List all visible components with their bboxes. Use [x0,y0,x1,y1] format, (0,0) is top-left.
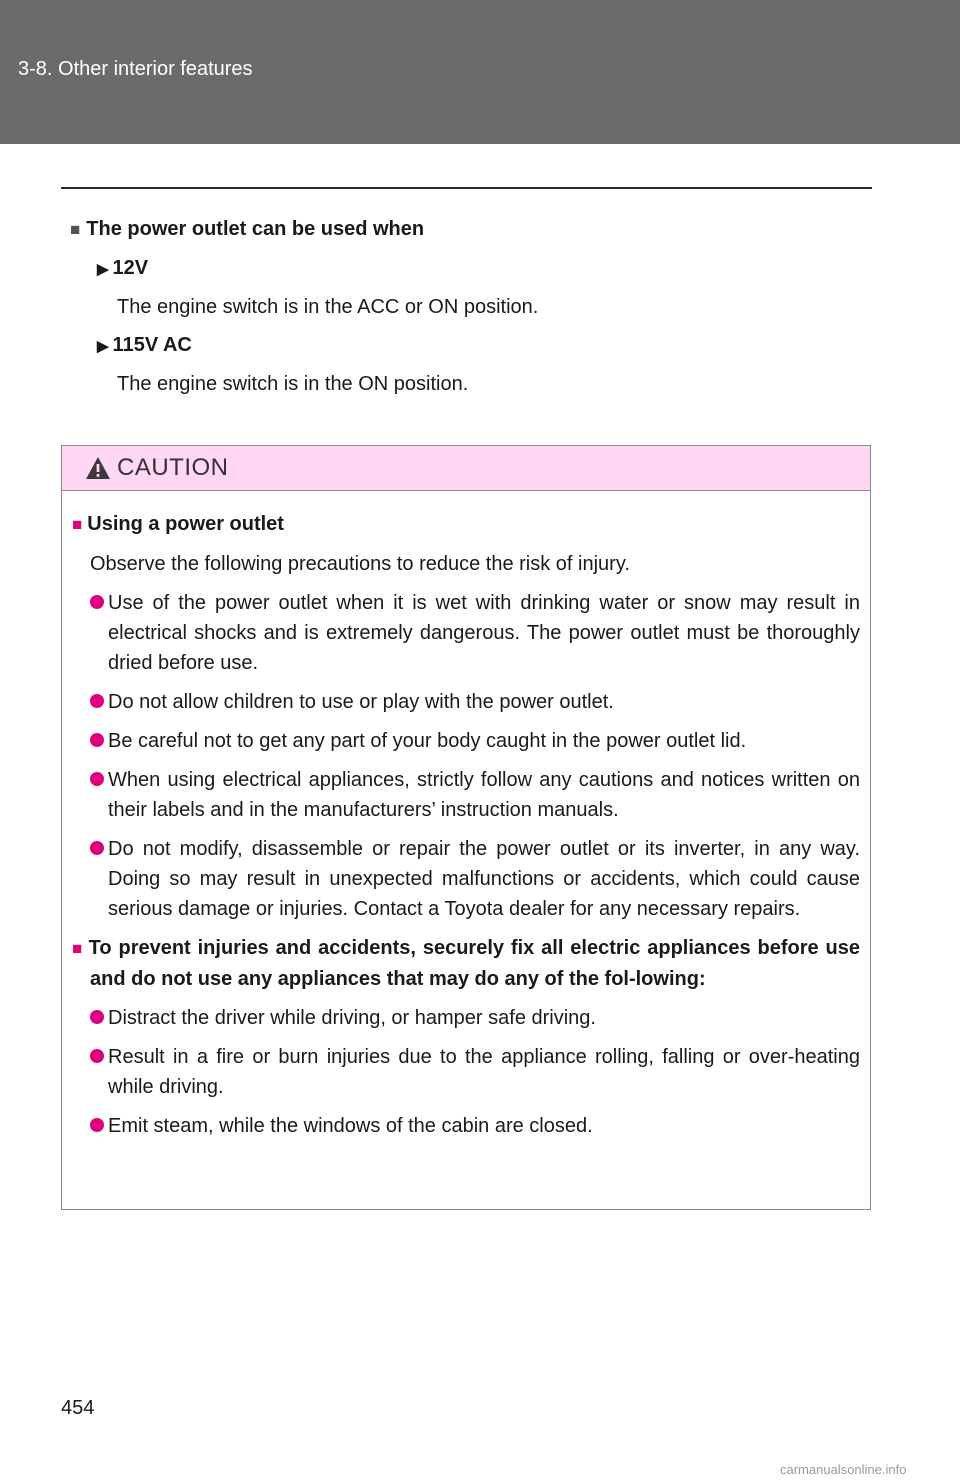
section-title: 3-8. Other interior features [18,58,253,80]
caution-bullet: Result in a fire or burn injuries due to… [90,1042,860,1102]
pink-dot-icon [90,1049,104,1063]
caution-box: CAUTION ■Using a power outlet Observe th… [61,445,871,1210]
sub-item-label: 115V AC [112,334,192,356]
caution-bullet: Be careful not to get any part of your b… [90,726,860,756]
page-header: 3-8. Other interior features [0,0,960,144]
square-bullet-icon: ■ [72,939,84,958]
sub-item-text: The engine switch is in the ON position. [117,373,469,395]
caution-bullet: When using electrical appliances, strict… [90,765,860,825]
caution-header: CAUTION [62,446,870,491]
page-number: 454 [61,1397,95,1419]
pink-dot-icon [90,1118,104,1132]
caution-bullet: Do not allow children to use or play wit… [90,687,860,717]
caution-bullet: Do not modify, disassemble or repair the… [90,834,860,924]
sub-item-label: 12V [112,257,149,279]
pink-dot-icon [90,694,104,708]
arrow-right-icon: ▶ [97,338,109,355]
watermark: carmanualsonline.info [780,1462,907,1477]
caution-bullet: Distract the driver while driving, or ha… [90,1003,860,1033]
caution-group-heading: ■Using a power outlet [72,513,284,535]
pink-dot-icon [90,595,104,609]
arrow-right-icon: ▶ [97,261,109,278]
pink-dot-icon [90,1010,104,1024]
section-heading: ■The power outlet can be used when [70,218,425,240]
sub-item-12v: ▶12V The engine switch is in the ACC or … [97,253,870,322]
caution-bullet: Use of the power outlet when it is wet w… [90,588,860,678]
caution-title: CAUTION [117,454,229,481]
sub-item-text: The engine switch is in the ACC or ON po… [117,296,539,318]
square-bullet-icon: ■ [72,515,83,534]
pink-dot-icon [90,772,104,786]
warning-triangle-icon [86,457,110,479]
usage-section: ■The power outlet can be used when ▶12V … [70,214,870,399]
caution-bullet: Emit steam, while the windows of the cab… [90,1111,860,1141]
caution-group-heading: ■To prevent injuries and accidents, secu… [72,937,860,990]
pink-dot-icon [90,733,104,747]
divider [61,187,872,189]
sub-item-115v: ▶115V AC The engine switch is in the ON … [97,330,870,399]
caution-intro: Observe the following precautions to red… [90,553,630,575]
square-bullet-icon: ■ [70,220,81,239]
caution-body: ■Using a power outlet Observe the follow… [62,491,870,1141]
pink-dot-icon [90,841,104,855]
